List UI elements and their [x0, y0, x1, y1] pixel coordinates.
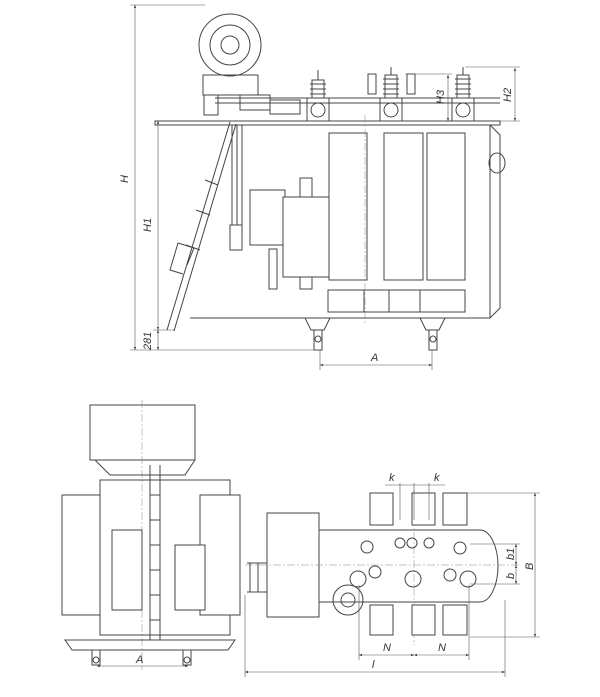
dim-label-B: B [524, 563, 536, 570]
front-radiator-right [199, 494, 241, 616]
dim-label-b: b [505, 573, 517, 579]
plan-tank [318, 529, 499, 603]
front-conservator [89, 404, 196, 461]
plan-bushings [332, 537, 477, 616]
plan-radiators-top [369, 492, 468, 526]
dim-label-k1: k [389, 472, 395, 484]
front-radiator-left [61, 494, 101, 616]
dim-label-N1: N [383, 642, 391, 654]
dim-label-N2: N [438, 642, 446, 654]
plan-dimensions: k k B b1 b N N l [244, 472, 540, 677]
ladder [166, 121, 237, 332]
bushings [306, 67, 475, 122]
plan-radiators-bottom [369, 604, 468, 636]
dim-label-A-side: A [370, 352, 378, 364]
dim-label-k2: k [434, 472, 440, 484]
dim-label-H1: H1 [142, 218, 154, 232]
conservator [198, 13, 262, 116]
dim-label-H2: H2 [502, 88, 514, 102]
dim-label-H: H [119, 175, 131, 183]
dim-label-l: l [372, 659, 375, 671]
dim-label-H3: H3 [435, 89, 447, 104]
plan-view: k k B b1 b N N l [244, 472, 540, 677]
wheels [304, 317, 446, 351]
dim-label-A-front: A [135, 654, 143, 666]
side-view: H H1 281 A H2 H3 [119, 4, 520, 370]
dim-label-281: 281 [142, 332, 154, 351]
side-view-dimensions: H H1 281 A H2 H3 [119, 4, 520, 370]
dim-label-b1: b1 [505, 548, 517, 560]
front-view: A [61, 400, 241, 670]
radiators [327, 132, 466, 313]
